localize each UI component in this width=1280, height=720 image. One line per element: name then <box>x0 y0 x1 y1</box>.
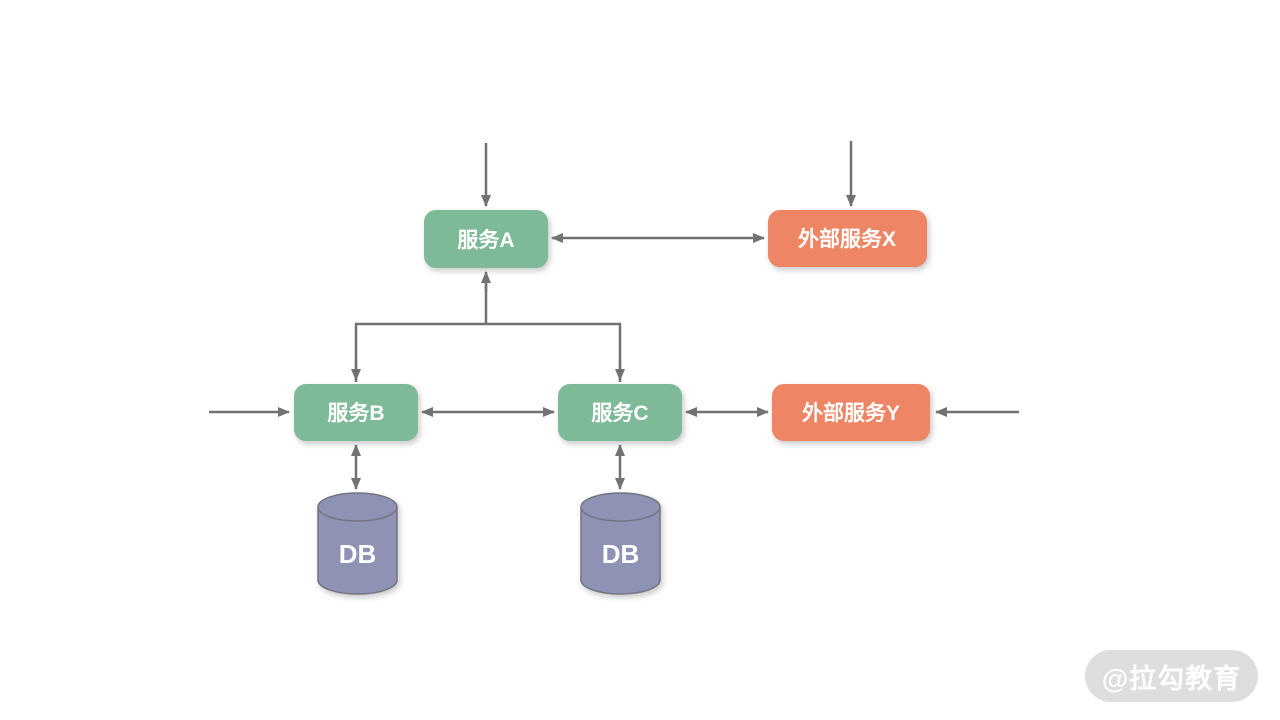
service-a-label: 服务A <box>457 228 514 252</box>
service-b-box <box>294 384 418 441</box>
node-external-x: 外部服务X <box>768 210 927 267</box>
node-service-b: 服务B <box>294 384 418 441</box>
node-service-c: 服务C <box>558 384 682 441</box>
external-x-box <box>768 210 927 267</box>
service-b-label: 服务B <box>327 401 384 425</box>
node-service-a: 服务A <box>424 210 548 268</box>
node-external-y: 外部服务Y <box>772 384 930 441</box>
edge-layer <box>209 141 1019 490</box>
watermark-text: @拉勾教育 <box>1101 663 1242 694</box>
node-db-left: DB <box>317 492 398 595</box>
edge-branch-a-to-b-c <box>354 276 622 382</box>
external-y-label: 外部服务Y <box>802 401 900 425</box>
node-layer: 服务A 外部服务X 服务B 服务C 外部服务Y <box>294 210 930 595</box>
db-right-label: DB <box>602 539 640 569</box>
service-c-label: 服务C <box>591 401 648 425</box>
external-y-box <box>772 384 930 441</box>
service-a-box <box>424 210 548 268</box>
db-left-label: DB <box>339 539 377 569</box>
watermark-badge: @拉勾教育 <box>1085 650 1258 702</box>
service-c-box <box>558 384 682 441</box>
external-x-label: 外部服务X <box>798 227 896 251</box>
node-db-right: DB <box>580 492 661 595</box>
db-left-cylinder-top <box>317 492 398 522</box>
db-right-cylinder-top <box>580 492 661 522</box>
